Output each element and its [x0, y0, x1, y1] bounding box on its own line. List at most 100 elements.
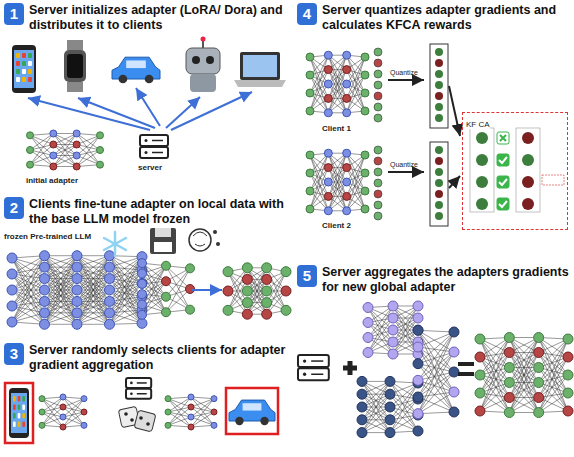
illustration-part [168, 399, 191, 427]
illustration-part [138, 269, 147, 278]
illustration-part [324, 51, 332, 59]
illustration-part [77, 256, 110, 290]
illustration-part [563, 352, 573, 362]
illustration-part [105, 274, 115, 284]
illustration-part [343, 94, 351, 102]
illustration-part [281, 286, 291, 296]
illustration-part [201, 37, 206, 42]
illustration-part [418, 372, 454, 397]
illustration-part [509, 338, 538, 413]
illustration-part [361, 53, 369, 61]
illustration-part [522, 132, 534, 144]
illustration-part [374, 201, 382, 209]
illustration-part [435, 70, 443, 78]
illustration-part [361, 107, 369, 115]
illustration-part [13, 422, 16, 428]
illustration-part [104, 238, 126, 250]
illustration-part [361, 187, 369, 195]
illustration-part [458, 364, 474, 374]
illustration-part [72, 296, 82, 306]
illustration-part [449, 387, 459, 397]
illustration-part [374, 212, 382, 220]
illustration-part [190, 74, 216, 92]
illustration-part [138, 259, 147, 268]
illustration-part [105, 308, 115, 318]
illustration-part [475, 388, 485, 398]
illustration-part [534, 393, 544, 403]
illustration-part [77, 256, 110, 290]
illustration-part [242, 309, 252, 319]
illustration-part [361, 89, 369, 97]
illustration-part [223, 267, 233, 277]
step-heading: 2Clients fine-tune adapter on local data… [4, 197, 291, 227]
illustration-part [97, 147, 104, 154]
illustration-part [162, 292, 171, 301]
illustration-part [298, 355, 329, 367]
step-heading: 5Server aggregates the adapters gradient… [297, 265, 572, 295]
illustration-part [192, 289, 222, 291]
illustration-part [324, 80, 332, 88]
illustration-part [413, 313, 423, 323]
illustration-part [361, 71, 369, 79]
illustration-part [138, 310, 147, 319]
illustration-part [191, 417, 214, 425]
illustration-part [162, 277, 171, 286]
illustration-part [385, 389, 395, 399]
annotation-label: Client 2 [322, 221, 351, 230]
illustration-part [413, 342, 423, 352]
illustration-part [476, 154, 488, 166]
illustration-part [509, 338, 538, 383]
illustration-part [226, 388, 278, 434]
illustration-part [430, 142, 448, 226]
illustration-part [7, 301, 17, 311]
annotation-label: initial adapter [26, 176, 78, 185]
illustration-part [385, 415, 395, 425]
illustration-part [475, 334, 485, 344]
illustration-part [168, 417, 191, 425]
illustration-part [343, 192, 351, 200]
illustration-part [45, 267, 78, 324]
illustration-part [542, 175, 564, 185]
illustration-part [165, 396, 171, 402]
illustration-part [104, 238, 126, 250]
illustration-part [388, 337, 398, 347]
illustration-part [138, 300, 147, 309]
illustration-part [73, 141, 80, 148]
illustration-part [504, 378, 514, 388]
illustration-part [22, 422, 25, 428]
illustration-part [105, 296, 115, 306]
illustration-part [124, 412, 128, 416]
illustration-part [50, 141, 57, 148]
illustration-part [154, 242, 172, 252]
illustration-part [242, 298, 252, 308]
illustration-part [306, 53, 314, 61]
illustration-part [324, 149, 332, 157]
illustration-part [363, 348, 373, 358]
illustration-part [563, 334, 573, 344]
illustration-part [136, 88, 160, 126]
illustration-part [418, 352, 454, 414]
illustration-part [126, 60, 146, 68]
illustration-part [306, 107, 314, 115]
dashed-box: KF CA [462, 112, 568, 230]
illustration-part [343, 66, 351, 74]
illustration-part [242, 286, 252, 296]
illustration-part [77, 267, 110, 324]
illustration-part [137, 393, 147, 395]
illustration-part [243, 403, 262, 410]
annotation-label: Quantize [390, 68, 418, 77]
illustration-part [328, 168, 346, 211]
illustration-part [385, 402, 395, 412]
step-heading: 3Server randomly selects clients for ada… [4, 343, 291, 373]
illustration-part [324, 109, 332, 117]
illustration-part [499, 157, 507, 163]
illustration-part [357, 415, 367, 425]
illustration-part [388, 79, 424, 81]
illustration-part [105, 262, 115, 272]
illustration-part [311, 374, 323, 376]
illustration-part [374, 103, 382, 111]
illustration-part [260, 417, 268, 425]
illustration-part [67, 40, 83, 50]
illustration-part [306, 151, 314, 159]
illustration-part [435, 190, 443, 198]
